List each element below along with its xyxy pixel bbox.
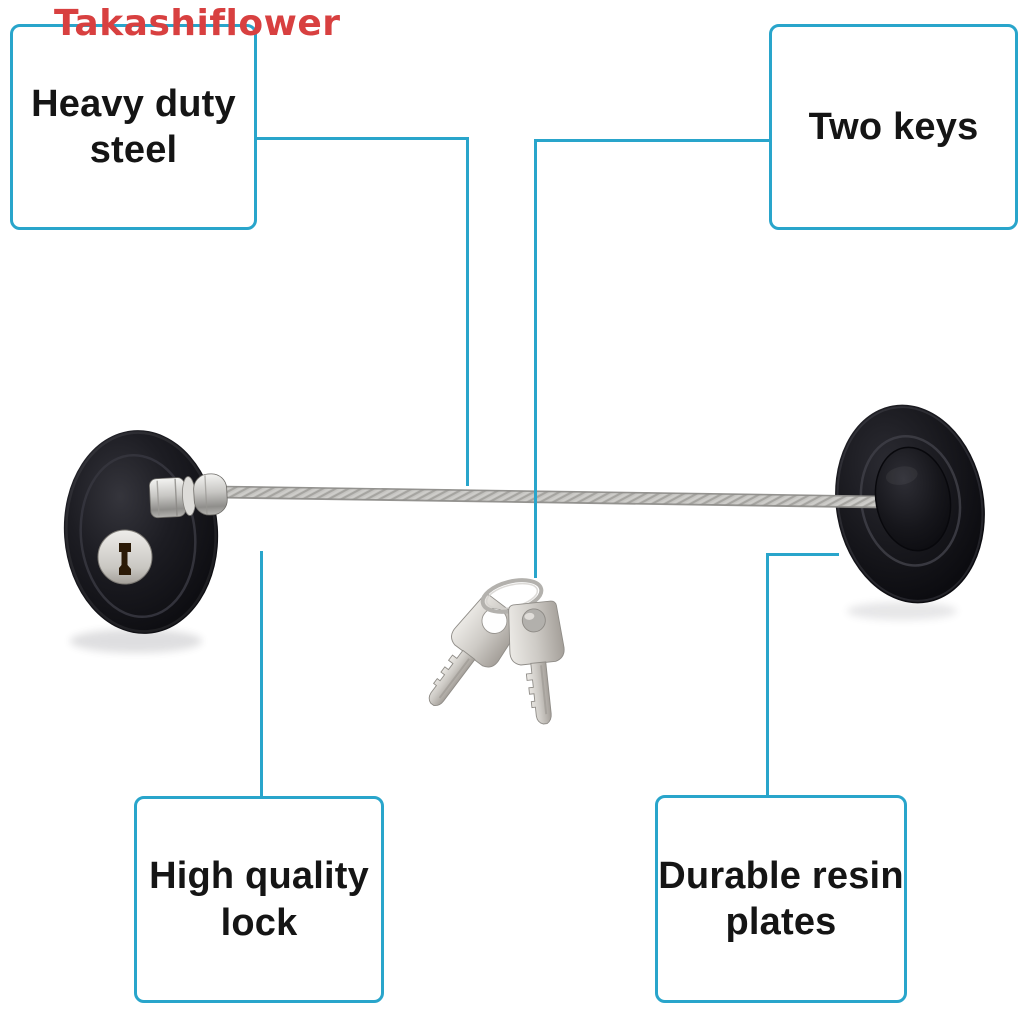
- callout-heavy-duty-steel: Heavy duty steel: [10, 24, 257, 230]
- brand-watermark: Takashiflower: [54, 3, 341, 44]
- connector-two-keys-horizontal: [534, 139, 770, 142]
- plate-shadow: [847, 602, 957, 620]
- callout-high-quality-lock-line2: lock: [220, 901, 298, 944]
- connector-durable-resin-plates-vertical: [766, 553, 769, 796]
- two-keys: [428, 578, 565, 725]
- callout-two-keys: Two keys: [769, 24, 1018, 230]
- key-front: [508, 600, 565, 725]
- keyhole: [97, 529, 153, 585]
- callout-heavy-duty-steel-line1: Heavy duty: [31, 82, 236, 125]
- connector-heavy-duty-steel-vertical: [466, 137, 469, 486]
- connector-two-keys-vertical: [534, 139, 537, 578]
- connector-high-quality-lock-vertical: [260, 551, 263, 797]
- callout-two-keys-line1: Two keys: [808, 105, 979, 148]
- lock-shadow: [70, 629, 202, 653]
- callout-durable-resin-plates-line1: Durable resin: [658, 854, 904, 897]
- callout-heavy-duty-steel-line2: steel: [89, 129, 178, 171]
- connector-heavy-duty-steel-horizontal: [255, 137, 469, 140]
- connector-durable-resin-plates-horizontal: [766, 553, 839, 556]
- callout-high-quality-lock-line1: High quality: [149, 855, 369, 898]
- callout-high-quality-lock: High quality lock: [134, 796, 384, 1003]
- callout-durable-resin-plates-line2: plates: [725, 901, 837, 943]
- cable-fitting: [149, 473, 228, 519]
- resin-plate-dome: [874, 446, 952, 552]
- lock-body: [63, 430, 219, 634]
- steel-cable: [223, 485, 890, 509]
- callout-durable-resin-plates: Durable resin plates: [655, 795, 907, 1003]
